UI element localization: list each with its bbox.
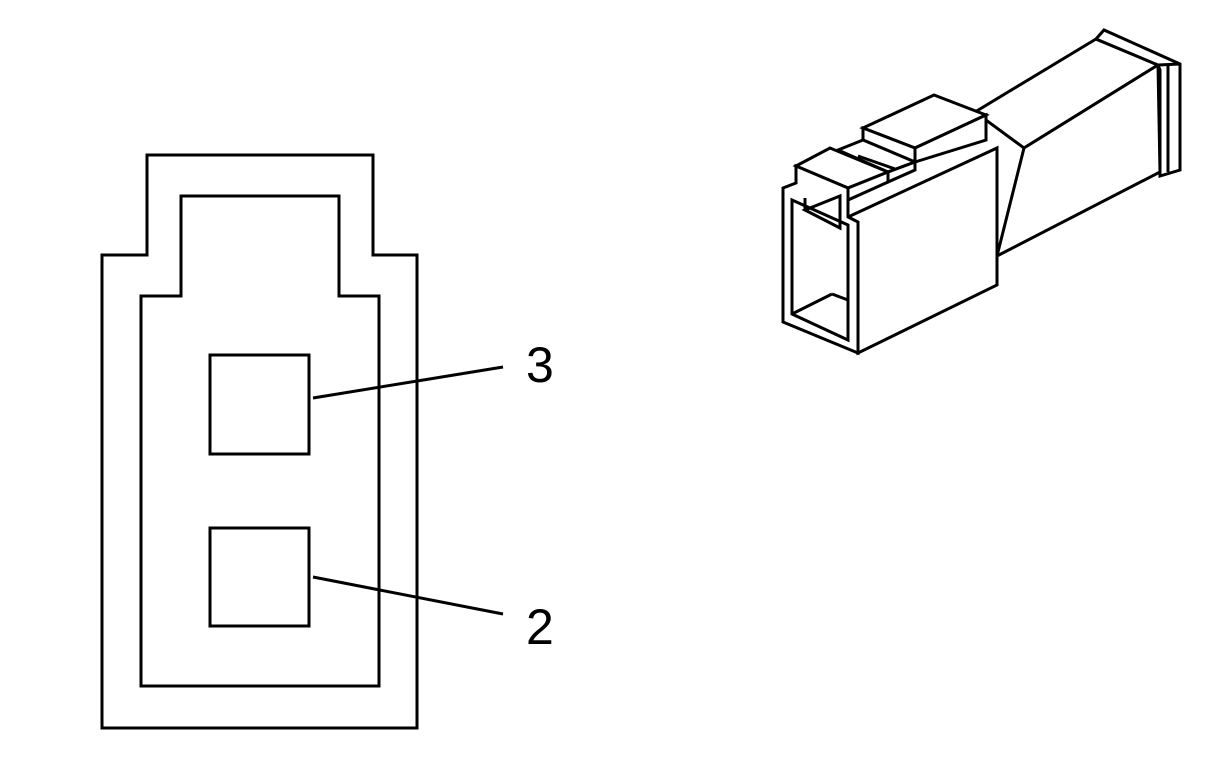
connector-isometric-view xyxy=(781,28,1182,356)
terminal-2-leader xyxy=(312,575,504,616)
connector-latch-right xyxy=(913,112,988,165)
connector-front-opening xyxy=(790,197,850,343)
connector-end-view: 3 2 xyxy=(100,153,554,730)
terminal-3-label: 3 xyxy=(526,337,554,393)
terminal-3-cavity xyxy=(208,353,311,456)
connector-front-opening-back xyxy=(831,292,849,302)
terminal-2-label: 2 xyxy=(526,599,554,655)
connector-front-opening-floor xyxy=(791,292,833,316)
terminal-2-cavity xyxy=(208,526,311,628)
connector-latch-slot-edge xyxy=(857,154,899,172)
connector-outer-outline xyxy=(100,153,419,730)
terminal-3-leader xyxy=(312,365,504,400)
connector-front-opening-inner xyxy=(801,193,842,231)
connector-rear-cap-edge xyxy=(1157,62,1181,67)
connector-inner-outline xyxy=(139,194,381,688)
